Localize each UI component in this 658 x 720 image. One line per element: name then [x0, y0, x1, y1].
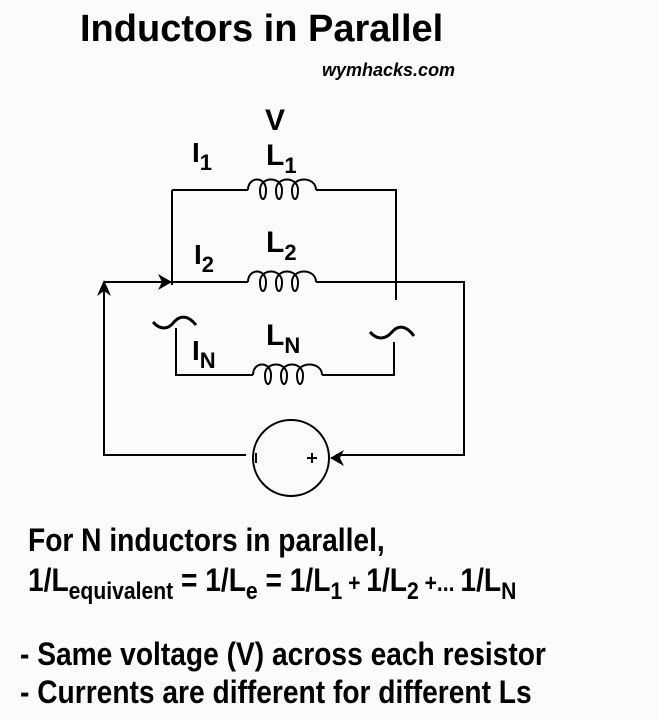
source-plus-mark	[307, 453, 317, 463]
inductor-ln-label: LN	[266, 319, 300, 358]
arrow-source-icon	[330, 450, 344, 466]
arrow-up-icon	[97, 280, 111, 296]
branch-1-wire	[171, 189, 397, 300]
branch-n-wire	[175, 328, 395, 376]
site-watermark: wymhacks.com	[322, 60, 456, 80]
arrow-current-in-icon	[158, 274, 172, 290]
bullet-same-voltage: - Same voltage (V) across each resistor	[20, 636, 546, 672]
voltage-label: V	[265, 104, 285, 137]
inductor-l1-coil	[247, 178, 317, 200]
current-in-label: IN	[192, 335, 216, 373]
current-i1-label: I1	[192, 137, 212, 175]
voltage-source	[252, 419, 330, 497]
inductor-ln-coil	[252, 363, 323, 385]
inductor-l2-label: L2	[266, 226, 297, 265]
parallel-inductor-circuit: V I1 L1 I2 L2 IN LN	[97, 104, 465, 497]
break-symbol-left	[151, 315, 198, 330]
formula-intro: For N inductors in parallel,	[28, 522, 385, 558]
page-title: Inductors in Parallel	[80, 8, 444, 50]
inductor-l2-coil	[247, 270, 317, 292]
bullet-different-currents: - Currents are different for different L…	[20, 674, 532, 710]
current-i2-label: I2	[194, 239, 214, 277]
formula-equation: 1/Lequivalent = 1/Le = 1/L1 + 1/L2 +... …	[28, 562, 517, 605]
return-wire	[103, 290, 246, 456]
inductor-l1-label: L1	[266, 139, 297, 178]
branch-2-wire	[104, 281, 465, 456]
break-symbol-right	[368, 325, 416, 340]
